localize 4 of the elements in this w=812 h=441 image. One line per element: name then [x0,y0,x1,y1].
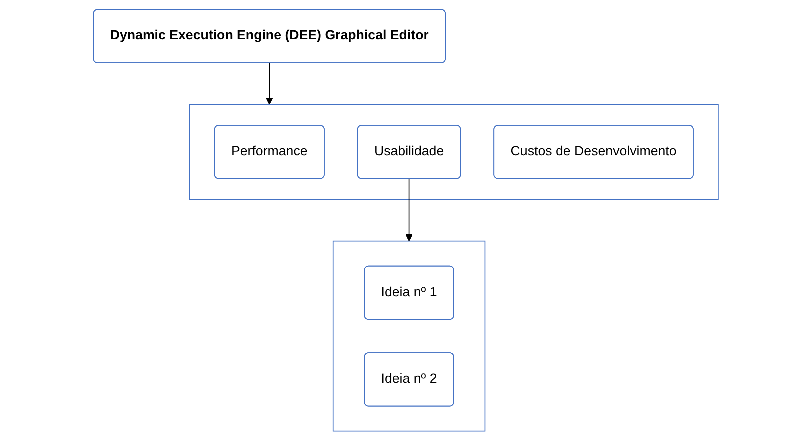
arrow [266,62,274,105]
cluster [189,104,719,200]
arrow [406,178,413,242]
cluster [332,240,486,432]
